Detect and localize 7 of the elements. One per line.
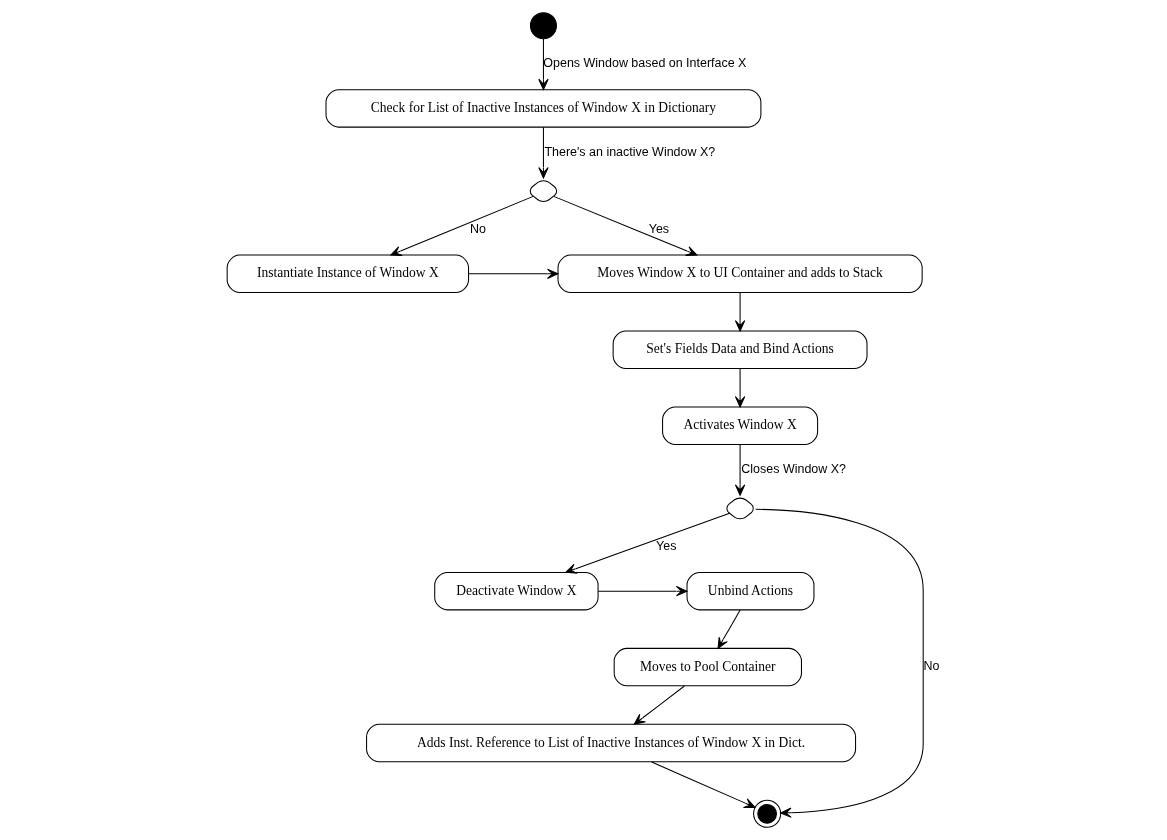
edge-label: No	[469, 221, 486, 236]
edge-label: Yes	[656, 539, 677, 554]
edge-label: Opens Window based on Interface X	[543, 56, 747, 71]
edge-label: No	[923, 659, 940, 674]
edge-label: Closes Window X?	[741, 462, 846, 477]
edge-label: Yes	[648, 221, 670, 236]
edge-label: There's an inactive Window X?	[544, 144, 716, 159]
